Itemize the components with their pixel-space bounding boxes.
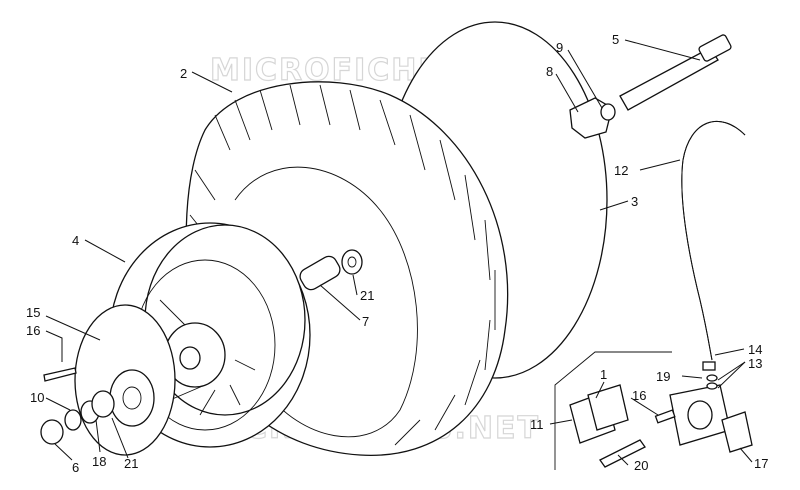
brake-hose <box>681 120 746 361</box>
banjo-bolt <box>702 361 716 371</box>
pad-pin <box>599 439 646 468</box>
callout-11: 11 <box>530 417 544 432</box>
washer <box>64 409 82 431</box>
callout-9: 9 <box>556 40 563 55</box>
callout-16: 16 <box>26 323 40 338</box>
callout-13: 13 <box>748 356 762 371</box>
wheel-bearing <box>341 249 363 275</box>
callout-labels: 2 4 15 16 10 6 18 21 21 7 3 9 8 5 12 14 … <box>26 32 768 475</box>
callout-7: 7 <box>362 314 369 329</box>
callout-19: 19 <box>656 369 670 384</box>
callout-21: 21 <box>124 456 138 471</box>
callout-21-bearing: 21 <box>360 288 374 303</box>
brake-disc <box>74 304 176 456</box>
callout-17: 17 <box>754 456 768 471</box>
callout-3: 3 <box>631 194 638 209</box>
callout-12: 12 <box>614 163 628 178</box>
callout-20: 20 <box>634 458 648 473</box>
callout-16-caliper: 16 <box>632 388 646 403</box>
callout-1: 1 <box>600 367 607 382</box>
leader-lines <box>45 39 753 466</box>
bearing-seal <box>91 390 115 418</box>
axle-spacer <box>299 255 341 291</box>
callout-18: 18 <box>92 454 106 469</box>
callout-6: 6 <box>72 460 79 475</box>
disc-bolt <box>43 367 77 382</box>
callout-2: 2 <box>180 66 187 81</box>
callout-15: 15 <box>26 305 40 320</box>
callout-10: 10 <box>30 390 44 405</box>
seal-washer <box>706 374 718 382</box>
callout-8: 8 <box>546 64 553 79</box>
wheel-axle <box>619 34 732 111</box>
caliper-bolt <box>654 409 676 424</box>
callout-4: 4 <box>72 233 79 248</box>
group-bracket <box>554 351 672 470</box>
axle-nut <box>40 419 64 445</box>
callout-14: 14 <box>748 342 762 357</box>
caliper-cover <box>721 411 753 453</box>
callout-5: 5 <box>612 32 619 47</box>
